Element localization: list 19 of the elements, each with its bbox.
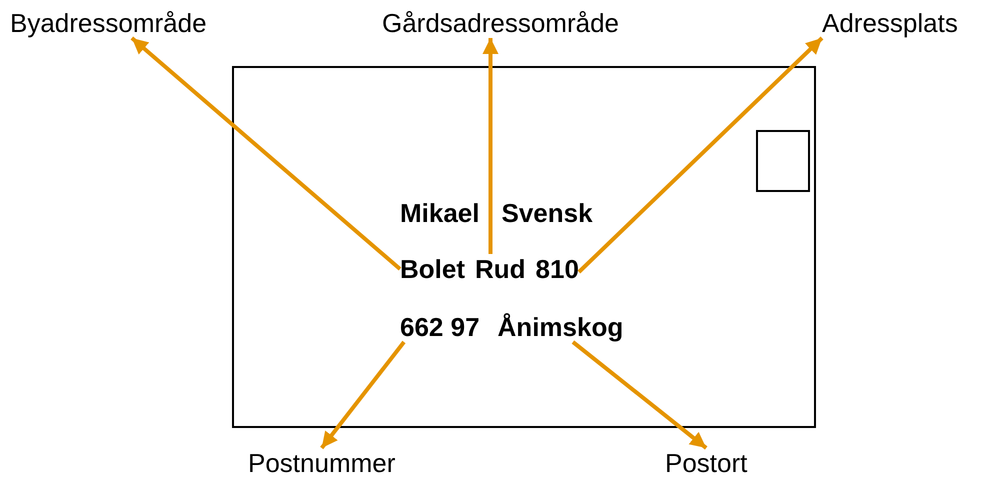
recipient-first-name: Mikael bbox=[400, 198, 480, 228]
farm-name: Rud bbox=[475, 254, 526, 284]
recipient-surname: Svensk bbox=[502, 198, 593, 228]
arrow bbox=[482, 38, 498, 254]
arrow bbox=[320, 340, 406, 450]
village-name: Bolet bbox=[400, 254, 465, 284]
callout-label: Byadressområde bbox=[10, 8, 207, 38]
post-town: Ånimskog bbox=[498, 312, 624, 342]
address-number: 810 bbox=[536, 254, 579, 284]
callout-label: Postnummer bbox=[248, 448, 396, 478]
callout-label: Adressplats bbox=[822, 8, 958, 38]
arrow bbox=[572, 340, 708, 450]
arrow bbox=[578, 36, 824, 274]
stamp-box bbox=[756, 130, 810, 192]
postal-code: 662 97 bbox=[400, 312, 480, 342]
arrow bbox=[130, 36, 402, 271]
envelope-outline bbox=[232, 66, 816, 428]
callout-label: Postort bbox=[665, 448, 748, 478]
callout-label: Gårdsadressområde bbox=[382, 8, 619, 38]
